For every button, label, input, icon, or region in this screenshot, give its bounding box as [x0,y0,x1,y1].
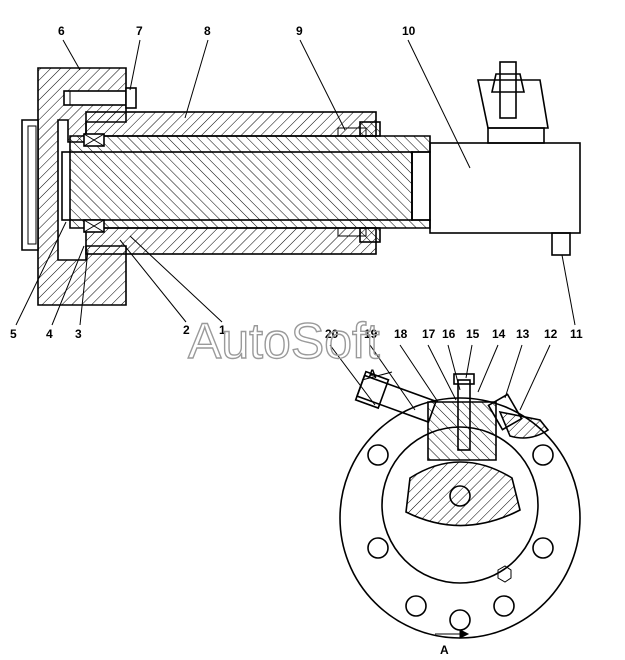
fitting-right-bracket [498,410,550,439]
valve-stem [457,379,471,451]
end-view [339,370,581,639]
mount-base [487,127,545,144]
callout-11: 11 [570,327,583,341]
barrel-top-wall [85,111,377,137]
bolt-hole [532,444,554,466]
seal-9 [337,127,367,137]
callout-6: 6 [58,24,65,38]
small-hex [497,565,512,583]
bolt-hole [493,595,515,617]
callout-12: 12 [544,327,558,341]
barrel-bottom-wall [85,227,377,255]
callouts: 6 7 8 9 10 5 4 3 2 1 11 20 19 18 17 16 1… [10,24,583,657]
callout-4: 4 [46,327,53,341]
fitting-right [487,393,523,431]
callout-8: 8 [204,24,211,38]
head-collar [411,151,431,221]
mount-bracket [477,79,549,129]
valve-cap [453,373,475,385]
section-marker-bottom: A [440,643,449,657]
callout-14: 14 [492,327,506,341]
callout-18: 18 [394,327,408,341]
callout-3: 3 [75,327,82,341]
callout-7: 7 [136,24,143,38]
bolt-hole [449,609,471,631]
callout-13: 13 [516,327,530,341]
callout-1: 1 [219,323,226,337]
cylinder-section-view [21,61,581,306]
callout-15: 15 [466,327,480,341]
callout-5: 5 [10,327,17,341]
piston-rod [69,135,431,229]
section-marker-top: A [368,367,377,381]
end-cover-inner [27,125,37,245]
watermark: AutoSoft [188,313,380,369]
callout-10: 10 [402,24,416,38]
leader-lines [15,39,576,639]
bolt-hole [405,595,427,617]
end-cover [21,119,39,251]
head-block [429,142,581,234]
bolt-7 [63,90,127,106]
bolt-hole [367,444,389,466]
bolt-hole [532,537,554,559]
callout-17: 17 [422,327,436,341]
barrel-end-ring-bottom [359,227,381,243]
seal-9-lower [337,227,367,237]
callout-20: 20 [325,327,339,341]
callout-9: 9 [296,24,303,38]
callout-2: 2 [183,323,190,337]
callout-16: 16 [442,327,456,341]
hub-pin [449,485,471,507]
bracket-nut [491,73,525,93]
bolt-hole [367,537,389,559]
callout-19: 19 [364,327,378,341]
barrel-end-ring-top [359,121,381,137]
valve-block [427,401,497,461]
bolt-7-head [125,87,137,109]
pin-11 [551,232,571,256]
hub-section [405,461,521,527]
bracket-bolt [499,61,517,119]
